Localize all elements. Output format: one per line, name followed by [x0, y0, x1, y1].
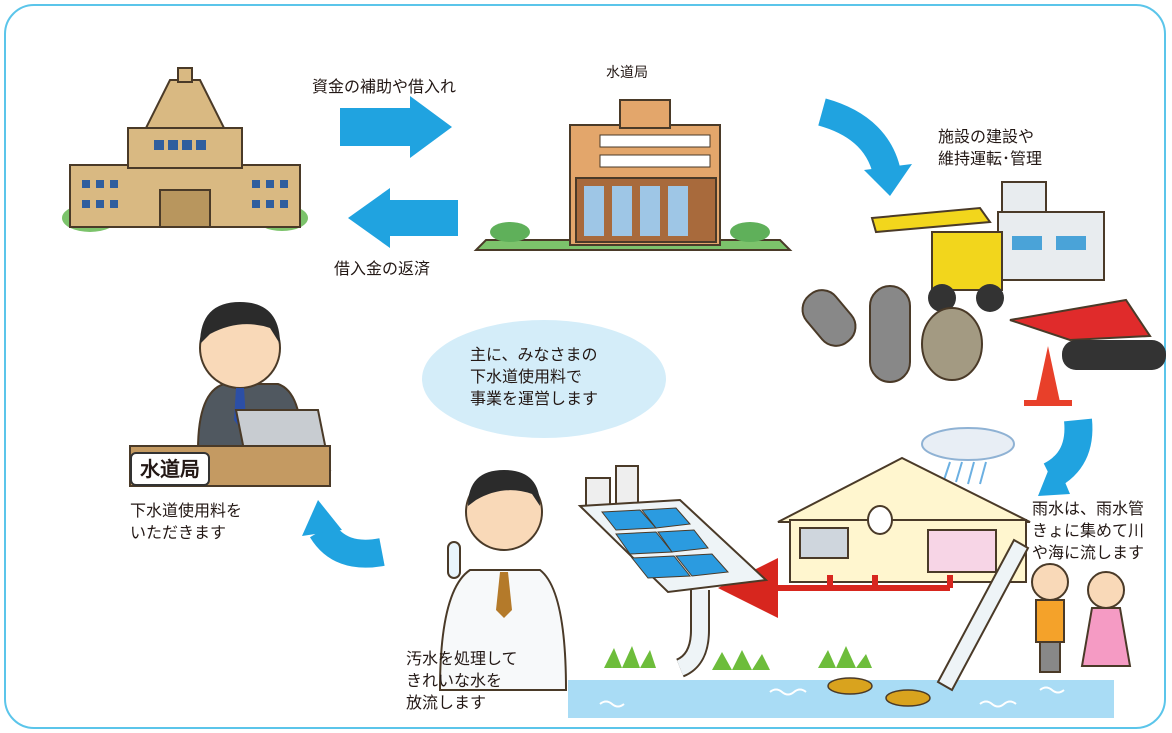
center-message: 主に、みなさまの 下水道使用料で 事業を運営します	[470, 345, 599, 408]
arrow-to-construction	[817, 98, 902, 181]
construction-label: 施設の建設や 維持運転･管理	[938, 127, 1043, 168]
repayment-label: 借入金の返済	[334, 259, 431, 278]
desk-sign: 水道局	[130, 452, 210, 486]
arrow-right-subsidy	[340, 96, 452, 158]
bureau-building-label: 水道局	[606, 65, 648, 81]
diagram-frame	[4, 4, 1166, 729]
water-bureau-building-icon	[473, 99, 793, 251]
children-icon	[1031, 563, 1132, 673]
house-icon	[777, 427, 1031, 583]
arrow-to-fee	[309, 522, 385, 568]
rain-label: 雨水は、雨水管 きょに集めて川 や海に流します	[1032, 499, 1145, 562]
center-oval	[422, 320, 666, 438]
scientist-icon	[438, 470, 568, 691]
subsidy-label: 資金の補助や借入れ	[312, 77, 457, 96]
rain-drain-pipe	[936, 538, 1030, 692]
treatment-facility-icon	[577, 465, 769, 678]
fish-icon	[827, 677, 931, 707]
treatment-label: 汚水を処理して きれいな水を 放流します	[406, 649, 518, 712]
parliament-building-icon	[62, 67, 308, 232]
arrow-left-repayment	[348, 188, 458, 248]
construction-machinery-icon	[801, 181, 1166, 406]
fee-label: 下水道使用料を いただきます	[130, 501, 243, 542]
